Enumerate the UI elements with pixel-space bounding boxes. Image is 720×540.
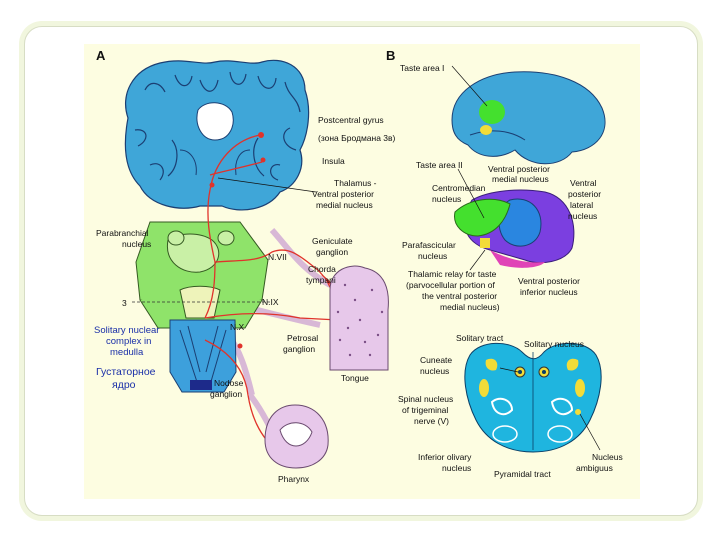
label-solitary-complex-1: Solitary nuclear	[94, 325, 159, 336]
label-relay-4: medial nucleus)	[440, 302, 500, 312]
label-number-3: 3	[122, 298, 127, 308]
panel-b-letter: B	[386, 48, 395, 63]
label-parafascicular-2: nucleus	[418, 251, 447, 261]
medulla	[169, 319, 237, 393]
label-relay-1: Thalamic relay for taste	[408, 269, 497, 279]
label-tongue: Tongue	[341, 373, 369, 383]
label-spinal-nucleus-2: of trigeminal	[402, 405, 448, 415]
brainstem-pons	[132, 221, 270, 329]
label-chorda-1: Chorda	[308, 264, 336, 274]
label-ambiguus-1: Nucleus	[592, 452, 623, 462]
label-vpi-2: inferior nucleus	[520, 287, 578, 297]
brain-lateral-view	[451, 71, 606, 165]
medulla-cross-section	[464, 342, 602, 453]
tongue	[329, 265, 389, 371]
label-cuneate-1: Cuneate	[420, 355, 452, 365]
label-n-x: N.X	[230, 322, 245, 332]
label-solitary-tract: Solitary tract	[456, 333, 504, 343]
label-n-vii: N.VII	[268, 252, 287, 262]
label-ambiguus-2: ambiguus	[576, 463, 613, 473]
label-parabrachial-2: nucleus	[122, 239, 151, 249]
brain-coronal-section	[124, 59, 310, 211]
label-vpl-4: nucleus	[568, 211, 597, 221]
label-solitary-complex-3: medulla	[110, 347, 144, 358]
label-insula: Insula	[322, 156, 345, 166]
label-petrosal-1: Petrosal	[287, 333, 318, 343]
label-solitary-complex-2: complex in	[106, 336, 151, 347]
label-inferior-olivary-1: Inferior olivary	[418, 452, 472, 462]
label-nodose-1: Nodose	[214, 378, 244, 388]
pharynx	[264, 404, 329, 469]
thalamus-point	[209, 182, 215, 188]
label-n-ix: N.IX	[262, 297, 279, 307]
label-brodmann-area: (зона Бродманa 3в)	[318, 133, 396, 143]
label-thalamus-3: medial nucleus	[316, 200, 373, 210]
label-vpm-2: medial nucleus	[492, 174, 549, 184]
label-vpm-1: Ventral posterior	[488, 164, 550, 174]
label-parafascicular-1: Parafascicular	[402, 240, 456, 250]
label-gustatory-nucleus-1: Густаторное	[96, 366, 156, 378]
label-vpi-1: Ventral posterior	[518, 276, 580, 286]
label-geniculate-2: ganglion	[316, 247, 348, 257]
panel-a-letter: A	[96, 48, 106, 63]
label-vpl-3: lateral	[570, 200, 593, 210]
label-solitary-nucleus: Solitary nucleus	[524, 339, 584, 349]
thalamus-section	[454, 189, 575, 268]
petrosal-point	[237, 343, 243, 349]
label-pharynx: Pharynx	[278, 474, 310, 484]
label-vpl-2: posterior	[568, 189, 601, 199]
label-vpl-1: Ventral	[570, 178, 597, 188]
label-spinal-nucleus-1: Spinal nucleus	[398, 394, 453, 404]
label-centromedian-1: Centromedian	[432, 183, 486, 193]
label-inferior-olivary-2: nucleus	[442, 463, 471, 473]
insula-point	[260, 157, 266, 163]
label-thalamus-1: Thalamus -	[334, 178, 377, 188]
label-relay-2: (parvocellular portion of	[406, 280, 495, 290]
label-thalamus-2: Ventral posterior	[312, 189, 374, 199]
label-spinal-nucleus-3: nerve (V)	[414, 416, 449, 426]
cortex-taste-point	[258, 132, 264, 138]
label-pyramidal-tract: Pyramidal tract	[494, 469, 551, 479]
label-taste-area-1: Taste area I	[400, 63, 444, 73]
label-centromedian-2: nucleus	[432, 194, 461, 204]
label-geniculate-1: Geniculate	[312, 236, 353, 246]
label-relay-3: the ventral posterior	[422, 291, 497, 301]
label-petrosal-2: ganglion	[283, 344, 315, 354]
label-nodose-2: ganglion	[210, 389, 242, 399]
label-cuneate-2: nucleus	[420, 366, 449, 376]
label-taste-area-2: Taste area II	[416, 160, 463, 170]
label-gustatory-nucleus-2: ядро	[112, 379, 136, 391]
label-chorda-2: tympani	[306, 275, 336, 285]
label-parabrachial-1: Parabranchial	[96, 228, 149, 238]
label-postcentral-gyrus: Postcentral gyrus	[318, 115, 384, 125]
